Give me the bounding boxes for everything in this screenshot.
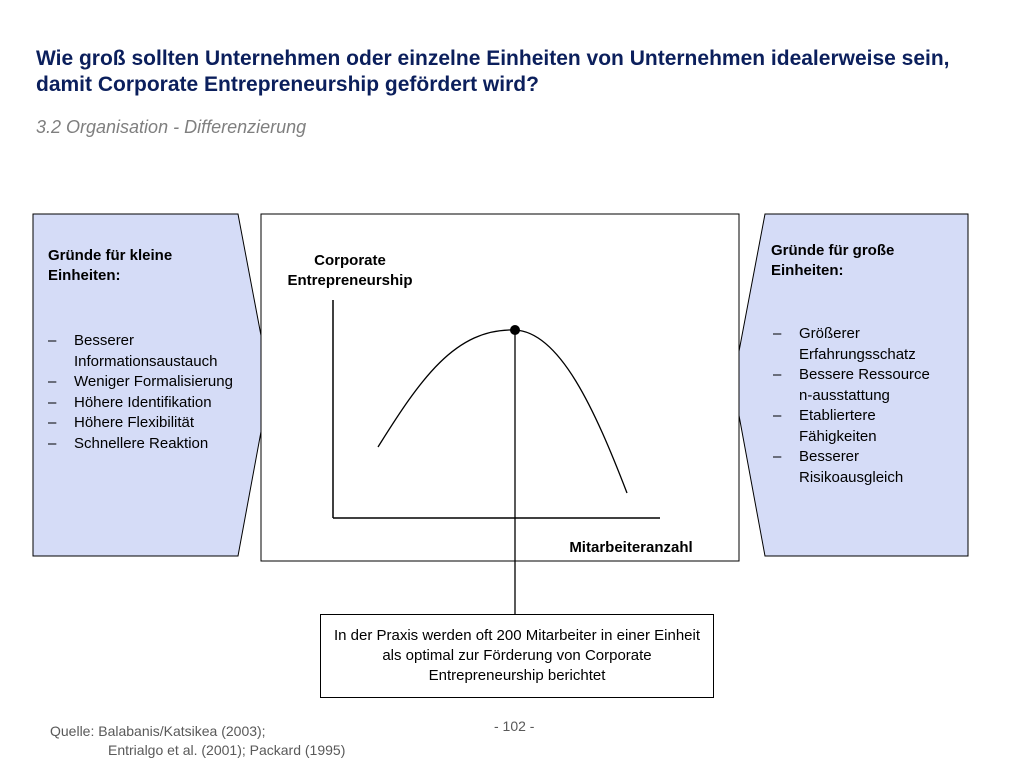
- chart-y-label: Corporate Entrepreneurship: [287, 252, 413, 289]
- right-panel-list: Größerer Erfahrungsschatz Bessere Ressou…: [773, 324, 933, 488]
- left-panel-list: Besserer Informationsaustauch Weniger Fo…: [48, 331, 248, 454]
- list-item: Weniger Formalisierung: [48, 372, 248, 393]
- list-item: Bessere Ressourcen-ausstattung: [773, 365, 933, 406]
- list-item: Höhere Identifikation: [48, 393, 248, 414]
- source-citation: Quelle: Balabanis/Katsikea (2003); Entri…: [50, 722, 345, 760]
- chart-x-label: Mitarbeiteranzahl: [569, 539, 693, 556]
- page-title: Wie groß sollten Unternehmen oder einzel…: [36, 47, 950, 96]
- optimum-note-text: In der Praxis werden oft 200 Mitarbeiter…: [333, 627, 701, 684]
- source-line-2: Entrialgo et al. (2001); Packard (1995): [108, 742, 346, 758]
- chart-box: [260, 213, 740, 562]
- page-subtitle: 3.2 Organisation - Differenzierung: [36, 117, 307, 137]
- list-item: Etabliertere Fähigkeiten: [773, 406, 933, 447]
- page-number: - 102 -: [494, 718, 535, 734]
- list-item: Größerer Erfahrungsschatz: [773, 324, 933, 365]
- list-item: Besserer Risikoausgleich: [773, 447, 933, 488]
- list-item: Höhere Flexibilität: [48, 413, 248, 434]
- list-item: Schnellere Reaktion: [48, 434, 248, 455]
- list-item: Besserer Informationsaustauch: [48, 331, 248, 372]
- source-line-1: Quelle: Balabanis/Katsikea (2003);: [50, 723, 266, 739]
- right-panel-heading: Gründe für große Einheiten:: [771, 242, 895, 279]
- optimum-note-box: In der Praxis werden oft 200 Mitarbeiter…: [320, 614, 714, 698]
- left-panel-heading: Gründe für kleine Einheiten:: [48, 247, 173, 284]
